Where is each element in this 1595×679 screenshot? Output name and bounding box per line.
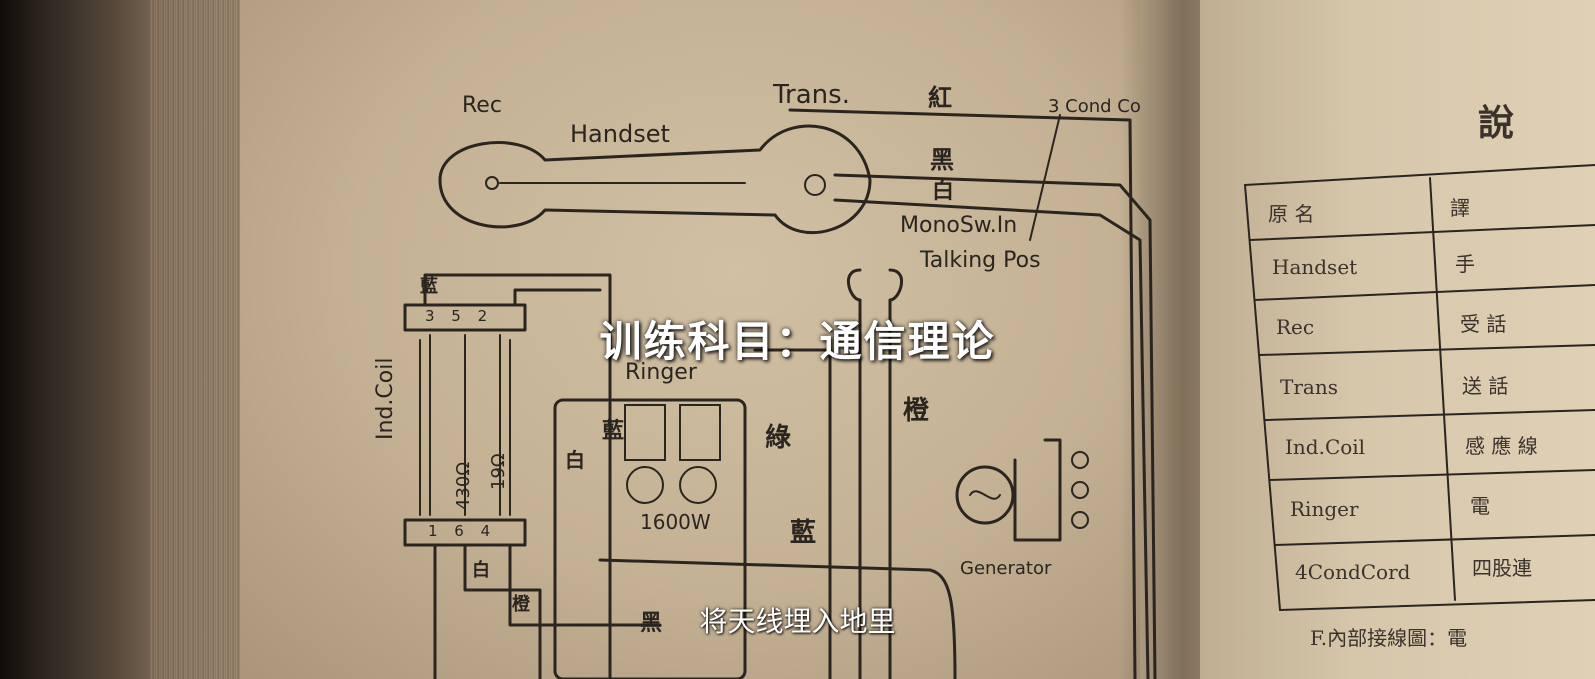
label-black-bottom: 黑 xyxy=(640,610,663,636)
coil-frame xyxy=(419,339,511,516)
label-orange: 橙 xyxy=(903,396,930,426)
coil-bottom-wire-3 xyxy=(508,543,662,627)
label-handset: Handset xyxy=(570,120,670,148)
table-row-3-en: Trans xyxy=(1280,375,1338,399)
table-row-2-en: Rec xyxy=(1276,315,1315,339)
label-terminals-top: 3 5 2 xyxy=(425,307,494,325)
table-row-5-en: Ringer xyxy=(1290,497,1359,521)
label-green: 綠 xyxy=(765,423,792,453)
label-ringer: Ringer xyxy=(625,360,697,385)
generator-terminal-3 xyxy=(1071,511,1089,529)
subtitle-caption: 将天线埋入地里 xyxy=(699,605,896,638)
table-row-1-en: Handset xyxy=(1272,255,1358,279)
label-19-ohm: 19Ω xyxy=(488,453,509,490)
label-talking-pos: Talking Pos xyxy=(920,248,1041,273)
label-trans: Trans. xyxy=(773,80,850,110)
coil-top-wire xyxy=(423,273,612,679)
table-rows xyxy=(1244,164,1595,611)
generator-circle xyxy=(955,465,1015,525)
switch-hook-right xyxy=(888,268,903,679)
label-430-ohm: 430Ω xyxy=(453,461,474,510)
label-terminals-bottom: 1 6 4 xyxy=(428,522,497,540)
table-row-3-zh: 送 話 xyxy=(1462,374,1509,398)
generator-switch xyxy=(1013,438,1062,542)
table-row-2-zh: 受 話 xyxy=(1460,312,1507,336)
right-page-heading: 說 xyxy=(1478,102,1515,144)
blue-wire xyxy=(598,558,957,679)
transmitter-terminal xyxy=(804,174,826,196)
ringer-box xyxy=(553,398,747,679)
label-blue-ringer: 藍 xyxy=(602,418,625,444)
table-row-0-en: 原 名 xyxy=(1268,202,1315,226)
label-blue-top: 藍 xyxy=(420,276,438,297)
label-blue-wire: 藍 xyxy=(790,518,817,548)
label-ind-coil: Ind.Coil xyxy=(373,357,398,440)
table-row-6-zh: 四股連 xyxy=(1472,556,1532,580)
cord-wire-black xyxy=(833,173,1157,679)
label-white-bottom: 白 xyxy=(472,560,490,581)
generator-terminal-2 xyxy=(1071,481,1089,499)
green-wire xyxy=(753,348,832,679)
label-rec: Rec xyxy=(462,93,502,118)
ringer-coil-right xyxy=(679,404,721,461)
title-caption: 训练科目：通信理论 xyxy=(599,317,996,366)
switch-hook-left xyxy=(847,268,862,679)
label-red: 紅 xyxy=(928,83,952,112)
book-page-edges xyxy=(150,0,250,679)
ringer-coil-left xyxy=(624,404,666,461)
table-row-6-en: 4CondCord xyxy=(1295,560,1411,584)
coil-bottom-wire-2 xyxy=(463,543,542,679)
label-black: 黑 xyxy=(930,145,954,174)
label-white: 白 xyxy=(932,178,955,204)
table-row-1-zh: 手 xyxy=(1455,252,1475,276)
right-book-page xyxy=(1200,0,1595,679)
ringer-bell-right xyxy=(679,466,717,504)
table-row-4-en: Ind.Coil xyxy=(1285,435,1366,459)
generator-terminal-1 xyxy=(1071,451,1089,469)
table-row-0-zh: 譯 xyxy=(1450,196,1470,220)
handset-outline xyxy=(438,124,872,234)
coil-terminal-strip-top xyxy=(403,303,527,332)
cord-wire-red xyxy=(788,108,1137,679)
table-row-4-zh: 感 應 線 xyxy=(1465,434,1538,458)
right-page-footer: F.內部接線圖：電 xyxy=(1310,626,1468,650)
coil-windings xyxy=(429,334,501,516)
cord-wire-white xyxy=(833,198,1150,679)
receiver-terminal xyxy=(485,176,499,190)
label-cond-cord: 3 Cond Co xyxy=(1048,96,1141,117)
left-book-page xyxy=(240,0,1140,679)
label-generator: Generator xyxy=(960,558,1052,579)
cord-slash xyxy=(1029,114,1061,241)
table-columns xyxy=(1244,177,1456,611)
generator-sine xyxy=(969,490,1001,500)
table-row-5-zh: 電 xyxy=(1470,494,1490,518)
label-ringer-value: 1600W xyxy=(640,510,711,534)
label-white-ringer: 白 xyxy=(565,448,585,472)
coil-top-wire-2 xyxy=(513,288,602,307)
ringer-bell-left xyxy=(626,466,664,504)
label-orange-bottom: 橙 xyxy=(512,594,530,615)
label-mono-sw: MonoSw.In xyxy=(900,213,1018,238)
